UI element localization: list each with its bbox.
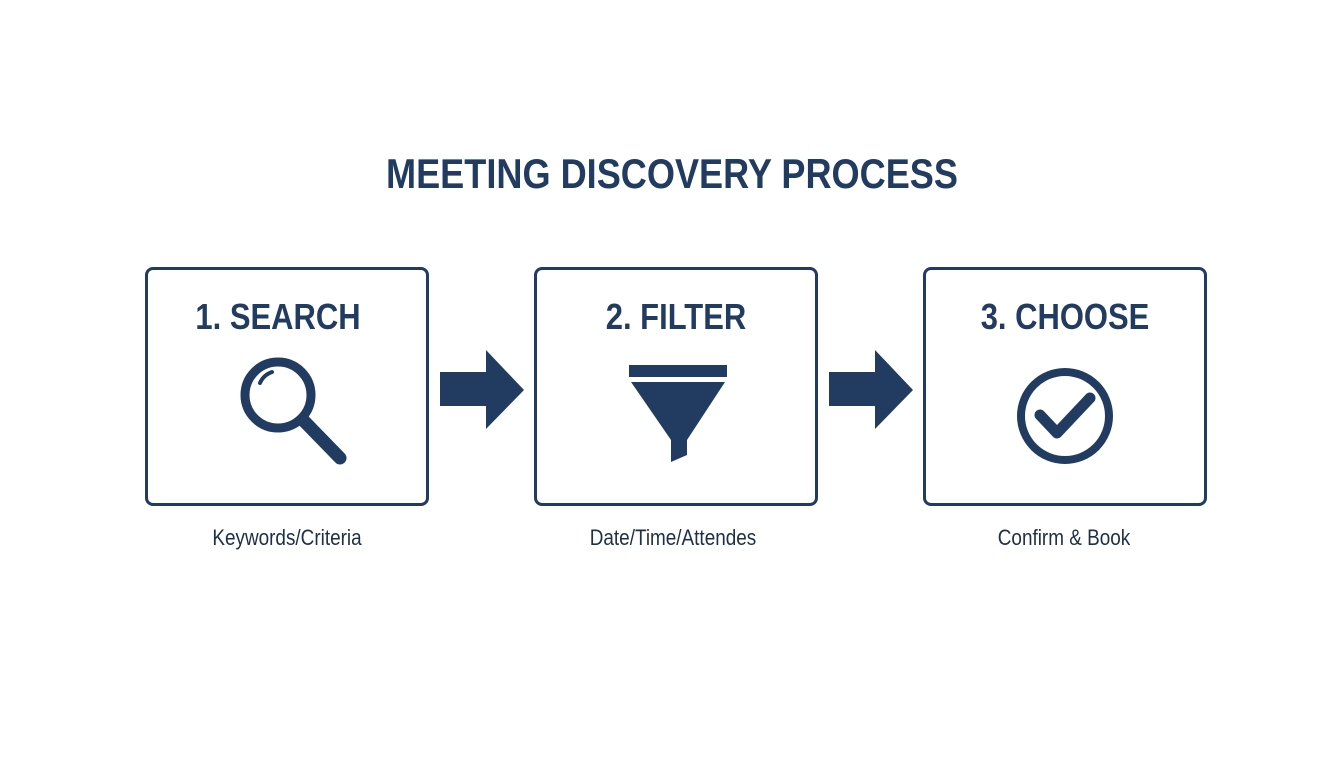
magnifying-glass-icon xyxy=(240,357,347,465)
check-circle-icon xyxy=(1017,368,1113,464)
step-caption-search: Keywords/Criteria xyxy=(212,525,362,550)
step-title: 1. SEARCH xyxy=(195,296,361,337)
step-caption-filter: Date/Time/Attendes xyxy=(589,525,757,550)
step-title: 2. FILTER xyxy=(605,296,747,337)
arrow-right-icon xyxy=(440,350,524,429)
step-search-box: 1. SEARCH xyxy=(145,267,429,506)
funnel-icon xyxy=(629,365,727,462)
step-choose-box: 3. CHOOSE xyxy=(923,267,1207,506)
step-filter-box: 2. FILTER xyxy=(534,267,818,506)
diagram-title: MEETING DISCOVERY PROCESS xyxy=(385,150,959,197)
arrow-right-icon xyxy=(829,350,913,429)
step-title: 3. CHOOSE xyxy=(980,296,1150,337)
step-caption-choose: Confirm & Book xyxy=(997,525,1131,550)
